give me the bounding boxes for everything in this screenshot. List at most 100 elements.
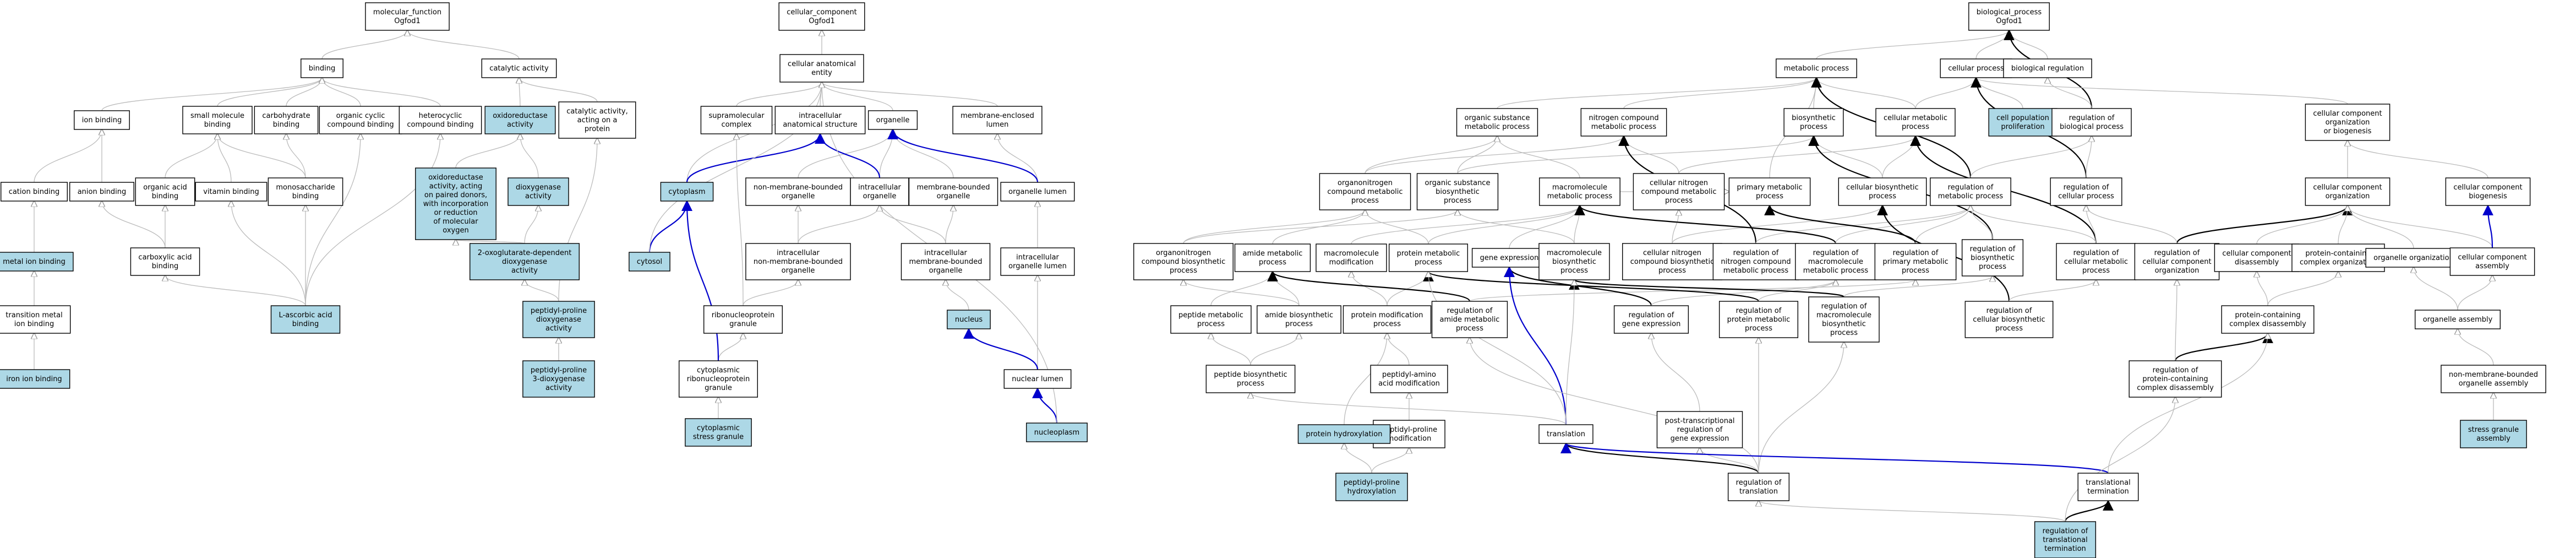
go-term-node-binding[interactable]: binding <box>301 58 343 78</box>
go-term-node-translation[interactable]: translation <box>1538 424 1593 444</box>
go-term-node-nucleoplasm[interactable]: nucleoplasm <box>1026 422 1088 442</box>
go-term-node-vitamin[interactable]: vitamin binding <box>195 182 268 202</box>
go-term-node-orglumen[interactable]: organelle lumen <box>1000 182 1075 202</box>
go-term-node-nucleus[interactable]: nucleus <box>947 310 991 329</box>
go-term-node-protehydrox[interactable]: protein hydroxylation <box>1297 424 1391 444</box>
go-term-node-orgassem[interactable]: organelle assembly <box>2414 310 2501 329</box>
go-term-node-regmacrobio[interactable]: regulation ofmacromoleculebiosyntheticpr… <box>1808 296 1880 343</box>
go-term-node-cellproc[interactable]: cellular process <box>1940 58 2012 78</box>
go-term-node-bioreg[interactable]: biological regulation <box>2003 58 2092 78</box>
go-term-node-orgorg[interactable]: organelle organization <box>2365 248 2462 268</box>
go-term-node-nuclumen[interactable]: nuclear lumen <box>1003 369 1072 389</box>
go-term-node-anion[interactable]: anion binding <box>69 182 135 202</box>
go-term-node-organelle[interactable]: organelle <box>867 110 918 130</box>
go-term-node-oxoglut[interactable]: 2-oxoglutarate-dependentdioxygenaseactiv… <box>470 243 580 280</box>
go-term-node-intranonmem[interactable]: intracellularnon-membrane-boundedorganel… <box>745 243 851 280</box>
go-term-node-metalion[interactable]: metal ion binding <box>0 252 74 272</box>
go-term-node-cytoplasm[interactable]: cytoplasm <box>660 182 714 202</box>
go-term-node-cation[interactable]: cation binding <box>0 182 68 202</box>
go-term-node-ionbind[interactable]: ion binding <box>74 110 130 130</box>
go-term-node-metproc[interactable]: metabolic process <box>1776 58 1857 78</box>
go-term-node-catalytic[interactable]: catalytic activity <box>481 58 557 78</box>
go-term-node-geneexp[interactable]: gene expression <box>1471 248 1547 268</box>
go-term-node-cytosol[interactable]: cytosol <box>629 252 670 272</box>
